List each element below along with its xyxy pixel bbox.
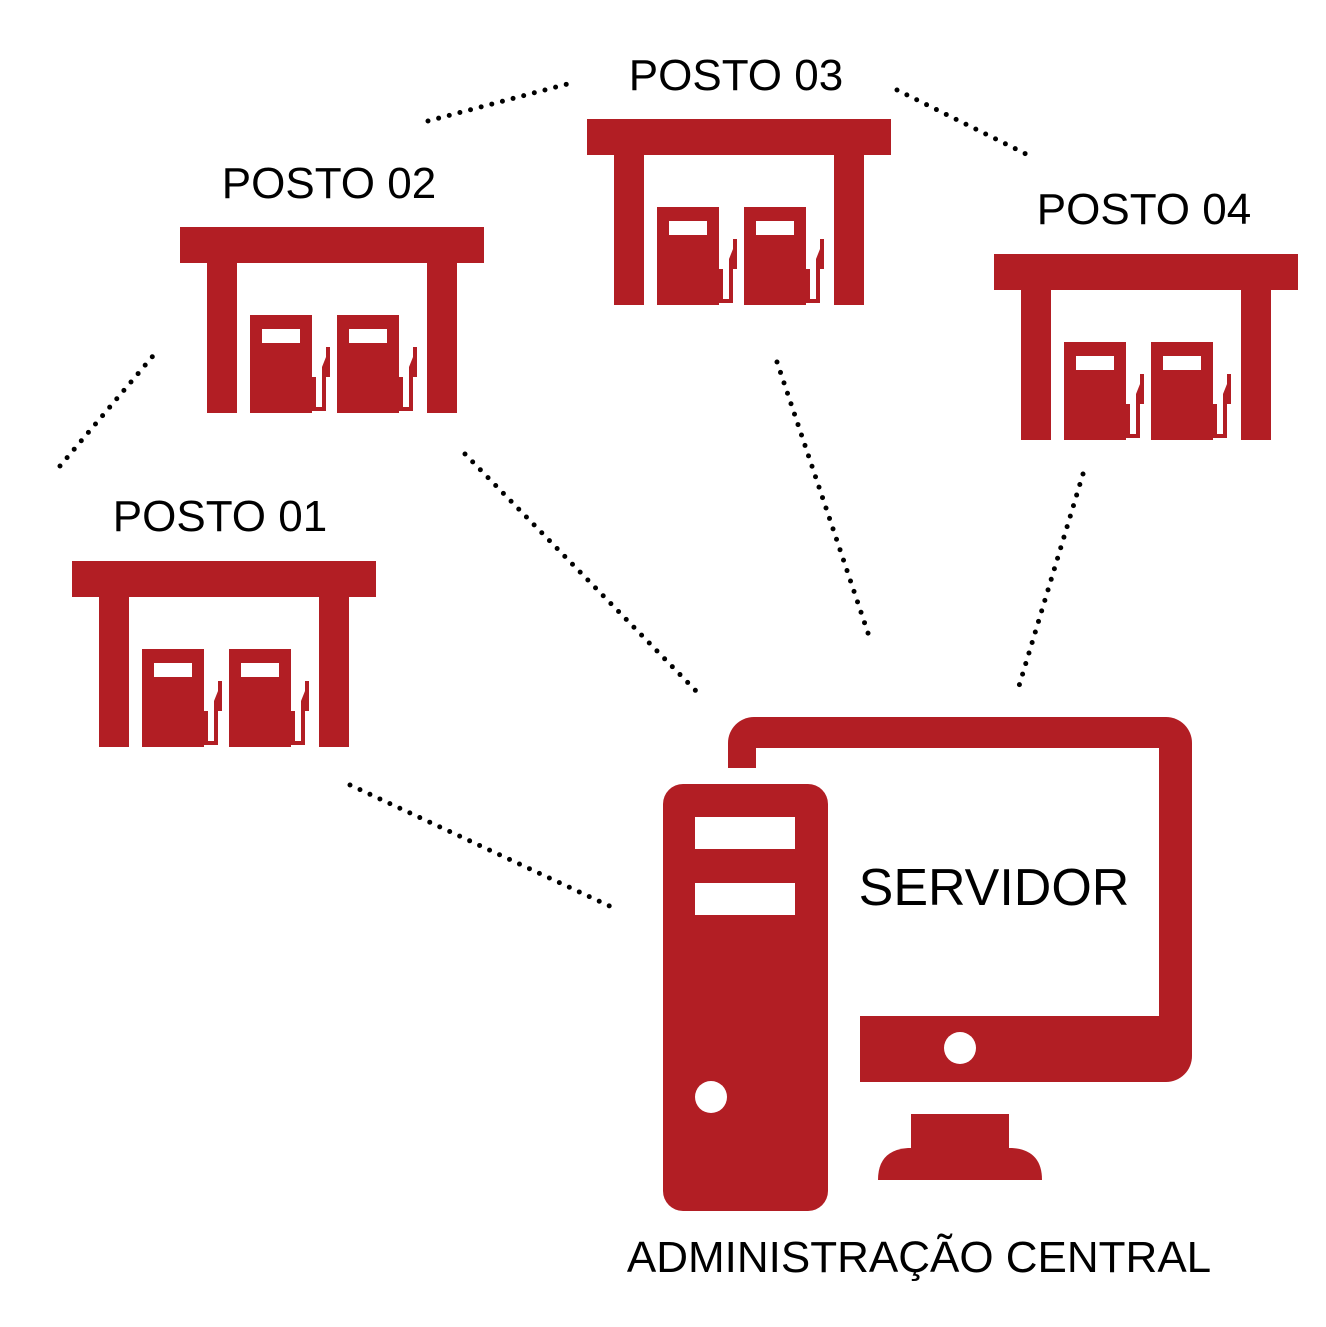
node-posto-01: POSTO 01 <box>72 492 376 747</box>
connections <box>57 79 1086 913</box>
connector-posto04-servidor <box>1016 471 1086 689</box>
posto-04-label: POSTO 04 <box>1037 185 1251 234</box>
connector-posto01-posto02 <box>57 347 161 469</box>
node-posto-03: POSTO 03 <box>587 51 891 305</box>
connector-posto03-servidor <box>774 359 874 645</box>
gas-station-icon <box>994 254 1298 440</box>
node-posto-04: POSTO 04 <box>994 185 1298 440</box>
desktop-computer-icon <box>646 717 1192 1228</box>
gas-station-icon <box>587 119 891 305</box>
gas-station-icon <box>180 227 484 413</box>
posto-03-label: POSTO 03 <box>629 51 843 100</box>
connector-posto02-servidor <box>462 451 700 695</box>
gas-station-icon <box>72 561 376 747</box>
posto-01-label: POSTO 01 <box>113 492 327 541</box>
central-admin-label: ADMINISTRAÇÃO CENTRAL <box>627 1232 1211 1282</box>
node-posto-02: POSTO 02 <box>180 159 484 413</box>
connector-posto03-posto04 <box>894 87 1037 161</box>
posto-02-label: POSTO 02 <box>222 159 436 208</box>
node-servidor: SERVIDOR <box>646 717 1192 1228</box>
servidor-label: SERVIDOR <box>859 859 1130 917</box>
connector-posto02-posto03 <box>425 79 578 124</box>
connector-posto01-servidor <box>347 782 621 913</box>
